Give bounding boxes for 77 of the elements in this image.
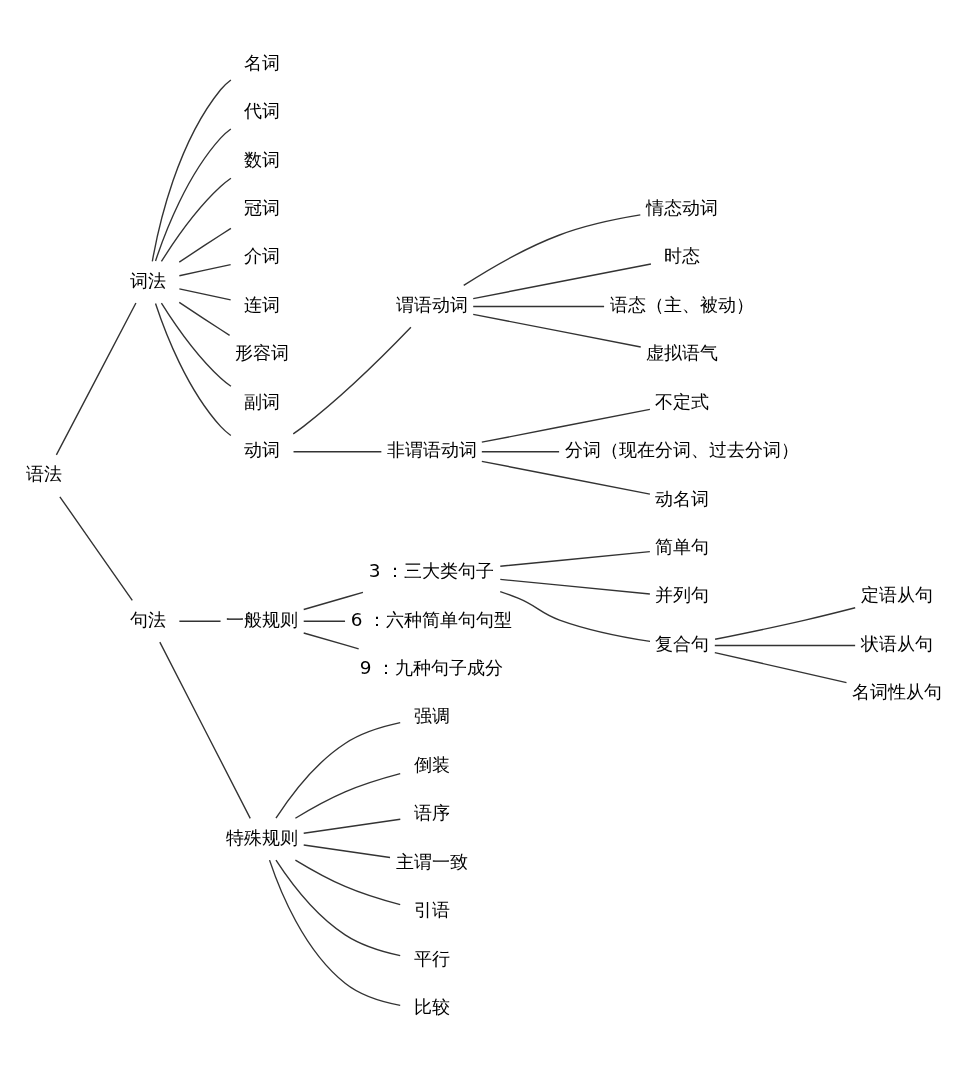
connector (178, 263, 232, 276)
connector (178, 287, 232, 301)
node-text: 动名词 (655, 487, 710, 509)
node-text: 3 ：三大类句子 (368, 559, 495, 581)
connector (294, 858, 401, 905)
connector (154, 127, 232, 262)
connector (55, 301, 137, 456)
node-text: 词法 (129, 269, 166, 291)
connector (499, 578, 651, 595)
connector (303, 620, 346, 622)
node-text: 谓语动词 (395, 293, 468, 315)
connector (472, 313, 642, 348)
connector (303, 843, 391, 858)
node-text: 动词 (244, 438, 281, 460)
connector (303, 631, 360, 650)
node-text: 时态 (664, 244, 701, 266)
node-text: 语态（主、被动） (610, 293, 755, 315)
node-text: 平行 (413, 947, 450, 969)
node-text: 语序 (413, 801, 450, 823)
node-text: 冠词 (244, 196, 281, 218)
node-text: 数词 (244, 148, 281, 170)
connector (294, 772, 401, 819)
node-text: 分词（现在分词、过去分词） (565, 438, 800, 460)
connector (463, 213, 641, 286)
connector (292, 450, 383, 452)
node-text: 句法 (129, 608, 166, 630)
connector (160, 301, 232, 387)
node-text: 并列句 (655, 583, 710, 605)
node-text: 名词性从句 (851, 680, 942, 702)
connector (303, 591, 364, 610)
node-text: 情态动词 (646, 196, 719, 218)
node-text: 倒装 (413, 753, 450, 775)
node-text: 引语 (413, 898, 450, 920)
connector (481, 460, 651, 495)
node-text: 主谓一致 (395, 850, 468, 872)
connector (499, 590, 651, 642)
node-text: 连词 (244, 293, 281, 315)
node-text: 一般规则 (226, 608, 299, 630)
node-text: 语法 (26, 462, 63, 484)
connector (275, 721, 401, 819)
node-text: 代词 (244, 99, 281, 121)
node-text: 非谓语动词 (386, 438, 477, 460)
connector (714, 606, 856, 640)
node-text: 副词 (244, 390, 281, 412)
node-text: 虚拟语气 (646, 341, 719, 363)
connector (472, 262, 652, 299)
connector (268, 858, 401, 1006)
connector (481, 408, 651, 443)
connector (178, 620, 222, 622)
node-text: 状语从句 (860, 632, 933, 654)
connector (178, 227, 232, 263)
connector (160, 177, 232, 262)
connector (303, 818, 401, 834)
connector (472, 305, 605, 307)
node-text: 不定式 (655, 390, 710, 412)
connector (178, 301, 231, 336)
connector (499, 550, 651, 567)
connector (481, 450, 560, 452)
connector (151, 78, 232, 262)
connector (275, 859, 401, 956)
connector (159, 640, 251, 819)
connector (714, 651, 848, 683)
connector (59, 495, 133, 601)
node-text: 9 ：九种句子成分 (359, 656, 504, 678)
node-text: 比较 (413, 995, 450, 1017)
connector (154, 302, 232, 436)
node-text: 定语从句 (860, 583, 933, 605)
node-text: 6 ：六种简单句句型 (350, 608, 513, 630)
node-text: 强调 (413, 704, 450, 726)
node-text: 复合句 (655, 632, 710, 654)
connector (292, 326, 412, 435)
node-text: 名词 (244, 51, 281, 73)
node-text: 介词 (244, 244, 281, 266)
node-text: 简单句 (655, 535, 710, 557)
node-text: 形容词 (235, 341, 290, 363)
node-text: 特殊规则 (226, 826, 299, 848)
connector (714, 644, 856, 646)
